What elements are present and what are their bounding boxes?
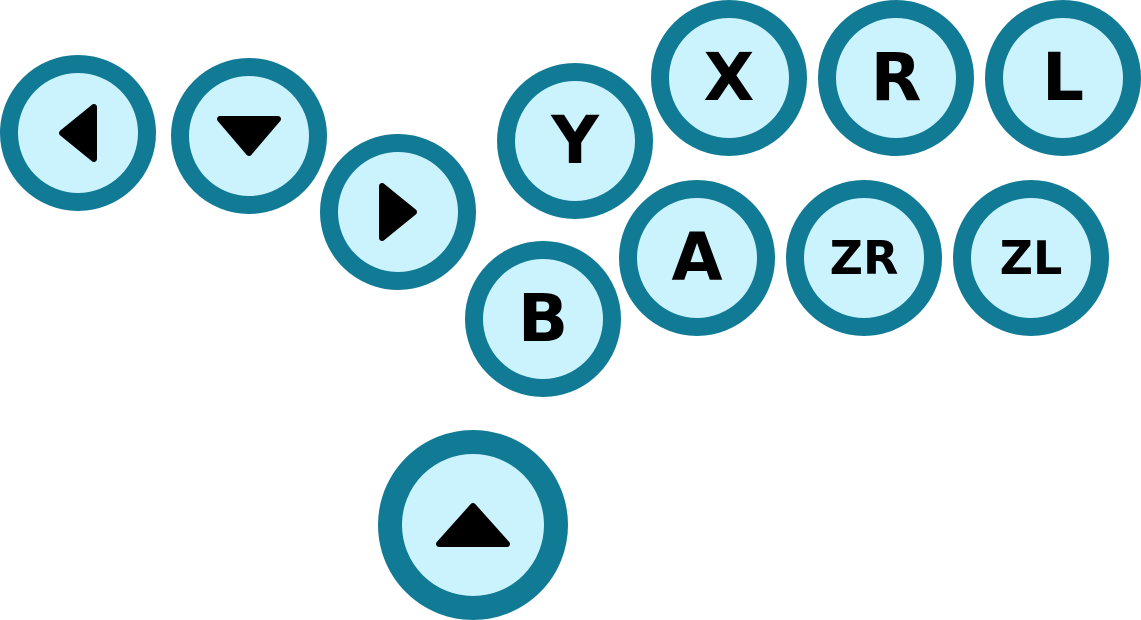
l-button-label: L xyxy=(1041,39,1085,116)
zl-button[interactable]: ZL xyxy=(953,180,1109,336)
x-button[interactable]: X xyxy=(651,0,807,156)
dpad-down-button[interactable] xyxy=(171,58,327,214)
a-button[interactable]: A xyxy=(619,180,775,336)
triangle-up-icon xyxy=(433,500,513,550)
zl-button-label: ZL xyxy=(999,231,1063,285)
dpad-right-button[interactable] xyxy=(320,134,476,290)
b-button[interactable]: B xyxy=(465,241,621,397)
x-button-label: X xyxy=(703,39,755,116)
triangle-down-icon xyxy=(216,113,282,159)
dpad-up-button[interactable] xyxy=(378,430,568,620)
dpad-left-button[interactable] xyxy=(0,55,156,211)
zr-button-label: ZR xyxy=(829,231,899,285)
triangle-left-icon xyxy=(56,103,100,163)
b-button-label: B xyxy=(517,280,569,357)
r-button[interactable]: R xyxy=(818,0,974,156)
y-button-label: Y xyxy=(551,102,599,179)
r-button-label: R xyxy=(870,39,922,116)
a-button-label: A xyxy=(671,219,723,296)
y-button[interactable]: Y xyxy=(497,63,653,219)
l-button[interactable]: L xyxy=(985,0,1141,156)
zr-button[interactable]: ZR xyxy=(786,180,942,336)
triangle-right-icon xyxy=(376,182,420,242)
